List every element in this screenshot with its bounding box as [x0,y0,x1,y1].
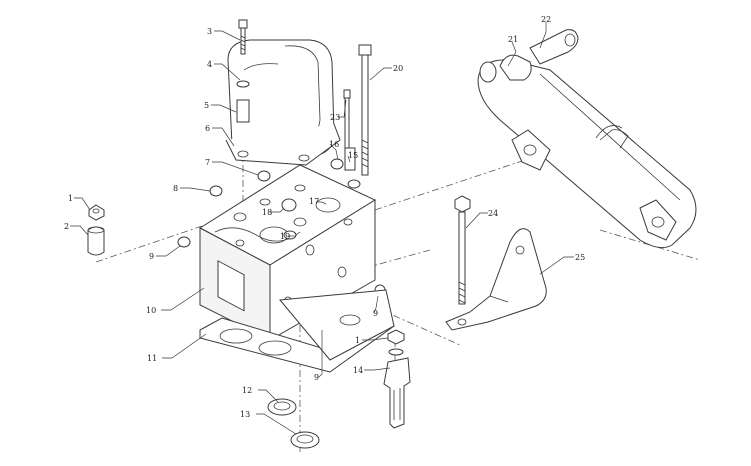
callout-4: 4 [207,60,212,69]
bracket-bolt [454,195,471,305]
callout-13: 13 [240,410,250,419]
plug-9-left [177,236,191,248]
callout-20: 20 [393,64,403,73]
callout-12: 12 [242,386,252,395]
callout-16: 16 [329,140,339,149]
callout-25: 25 [575,253,585,262]
stud-sleeve-15 [344,147,356,171]
callout-1-right: 1 [355,336,360,345]
callout-19: 19 [280,232,290,241]
callout-labels: 3 4 5 6 7 8 9 9 9 10 11 12 13 14 15 16 1… [64,15,585,419]
exhaust-manifold [477,59,697,249]
callout-1-left: 1 [68,194,73,203]
support-bracket [445,228,547,331]
callout-9-bottom: 9 [314,373,319,382]
plug-16 [347,179,361,189]
callout-18: 18 [262,208,272,217]
callout-11: 11 [147,354,157,363]
cover-gasket [225,123,341,166]
callout-6: 6 [205,124,210,133]
elbow-21 [499,54,532,81]
injector-clamp [383,357,411,429]
callout-7: 7 [205,158,210,167]
cover-bolt [238,19,248,55]
callout-8: 8 [173,184,178,193]
seal-ring-12 [267,398,297,416]
callout-3: 3 [207,27,212,36]
callout-5: 5 [204,101,209,110]
callout-23: 23 [330,113,340,122]
callout-9-right: 9 [373,309,378,318]
cap-2 [87,226,105,256]
plug-8 [209,185,223,197]
plug-7 [257,170,271,182]
nut-1-left [88,204,105,221]
seal-ring-13 [290,431,320,449]
cover-washer [236,80,250,88]
leader-lines [70,22,574,435]
callout-17: 17 [309,197,319,206]
callout-24: 24 [488,209,498,218]
head-gasket [199,289,395,373]
sleeve-18 [281,198,297,212]
callout-14: 14 [353,366,363,375]
pipe-22 [529,29,579,65]
nut-1-right [387,329,405,356]
callout-15: 15 [348,151,358,160]
callout-2: 2 [64,222,69,231]
bolt-sleeve [236,99,250,123]
callout-21: 21 [508,35,518,44]
callout-22: 22 [541,15,551,24]
callout-10: 10 [146,306,156,315]
sleeve-19 [283,230,297,240]
callout-9-left: 9 [149,252,154,261]
long-stud-20 [358,44,372,176]
fitting-16 [330,158,344,170]
